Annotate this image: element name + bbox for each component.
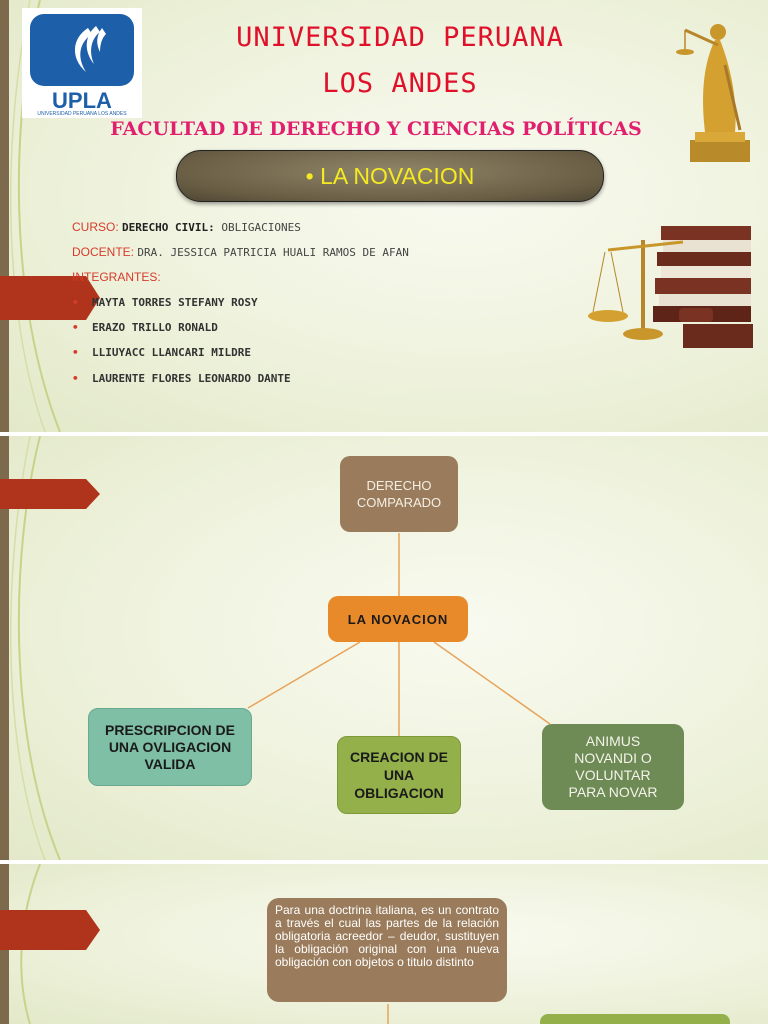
logo-text: UPLA (52, 88, 112, 113)
definition-text: Para una doctrina italiana, es un contra… (275, 903, 499, 969)
node-creacion: CREACION DE UNA OBLIGACION (337, 736, 461, 814)
node-label: CREACION DE UNA OBLIGACION (349, 749, 448, 801)
bullet: • (72, 321, 79, 334)
bullet: • (72, 372, 79, 385)
left-bar (0, 436, 9, 860)
scales-books-image (588, 226, 753, 348)
definition-textbox: Para una doctrina italiana, es un contra… (267, 898, 507, 1002)
connector-lines (387, 1004, 389, 1024)
node-animus-novandi: ANIMUS NOVANDI O VOLUNTAR PARA NOVAR (542, 724, 684, 810)
left-bar (0, 0, 9, 432)
member-name: ERAZO TRILLO RONALD (92, 321, 218, 334)
node-label: PRESCRIPCION DE UNA OVLIGACION VALIDA (105, 721, 235, 772)
node-la-novacion: LA NOVACION (328, 596, 468, 642)
member-name: LLIUYACC LLANCARI MILDRE (92, 346, 251, 359)
arrow-marker (0, 479, 100, 509)
slide-separator (0, 860, 768, 864)
topic-banner: • LA NOVACION (176, 150, 604, 202)
member-name: MAYTA TORRES STEFANY ROSY (92, 296, 258, 309)
node-label: LA NOVACION (347, 611, 449, 627)
arrow-marker (0, 276, 100, 320)
member-name: LAURENTE FLORES LEONARDO DANTE (92, 372, 291, 385)
members-heading: INTEGRANTES: (72, 270, 161, 284)
logo-emblem (30, 14, 134, 86)
slide-separator (0, 432, 768, 436)
member-item: • LLIUYACC LLANCARI MILDRE (72, 346, 251, 359)
node-label: ANIMUS NOVANDI O VOLUNTAR PARA NOVAR (568, 733, 658, 800)
topic-title: • LA NOVACION (305, 163, 475, 189)
members-heading-line: INTEGRANTES: (72, 270, 161, 284)
justice-statue-image (676, 24, 750, 162)
bullet: • (72, 296, 79, 309)
node-prescripcion: PRESCRIPCION DE UNA OVLIGACION VALIDA (88, 708, 252, 786)
member-item: • MAYTA TORRES STEFANY ROSY (72, 296, 258, 309)
slide-concept-map: DERECHO COMPARADO LA NOVACION PRESCRIPCI… (0, 436, 768, 860)
teacher-value: DRA. JESSICA PATRICIA HUALI RAMOS DE AFA… (137, 246, 409, 259)
logo-subtext: UNIVERSIDAD PERUANA LOS ANDES (37, 111, 127, 117)
member-item: • LAURENTE FLORES LEONARDO DANTE (72, 372, 291, 385)
node-derecho-comparado: DERECHO COMPARADO (340, 456, 458, 532)
slide-title: UPLA UNIVERSIDAD PERUANA LOS ANDES UNIVE… (0, 0, 768, 432)
connector-lines (247, 533, 551, 736)
teacher-label: DOCENTE: (72, 245, 138, 259)
arrow-marker (0, 910, 100, 950)
course-value: OBLIGACIONES (221, 221, 301, 234)
teacher-line: DOCENTE: DRA. JESSICA PATRICIA HUALI RAM… (72, 245, 409, 259)
bullet: • (72, 346, 79, 359)
upla-logo: UPLA UNIVERSIDAD PERUANA LOS ANDES (22, 8, 142, 118)
member-item: • ERAZO TRILLO RONALD (72, 321, 218, 334)
node-label: DERECHO COMPARADO (356, 478, 442, 510)
slide-definition: Para una doctrina italiana, es un contra… (0, 864, 768, 1024)
course-line: CURSO: DERECHO CIVIL: OBLIGACIONES (72, 220, 301, 234)
university-title-line2: LOS ANDES (322, 68, 478, 99)
faculty-title: FACULTAD DE DERECHO Y CIENCIAS POLÍTICAS (110, 118, 642, 140)
course-value-bold: DERECHO CIVIL: (122, 221, 222, 234)
course-label: CURSO: (72, 220, 123, 234)
partial-node (540, 1014, 730, 1024)
university-title-line1: UNIVERSIDAD PERUANA (236, 22, 564, 53)
